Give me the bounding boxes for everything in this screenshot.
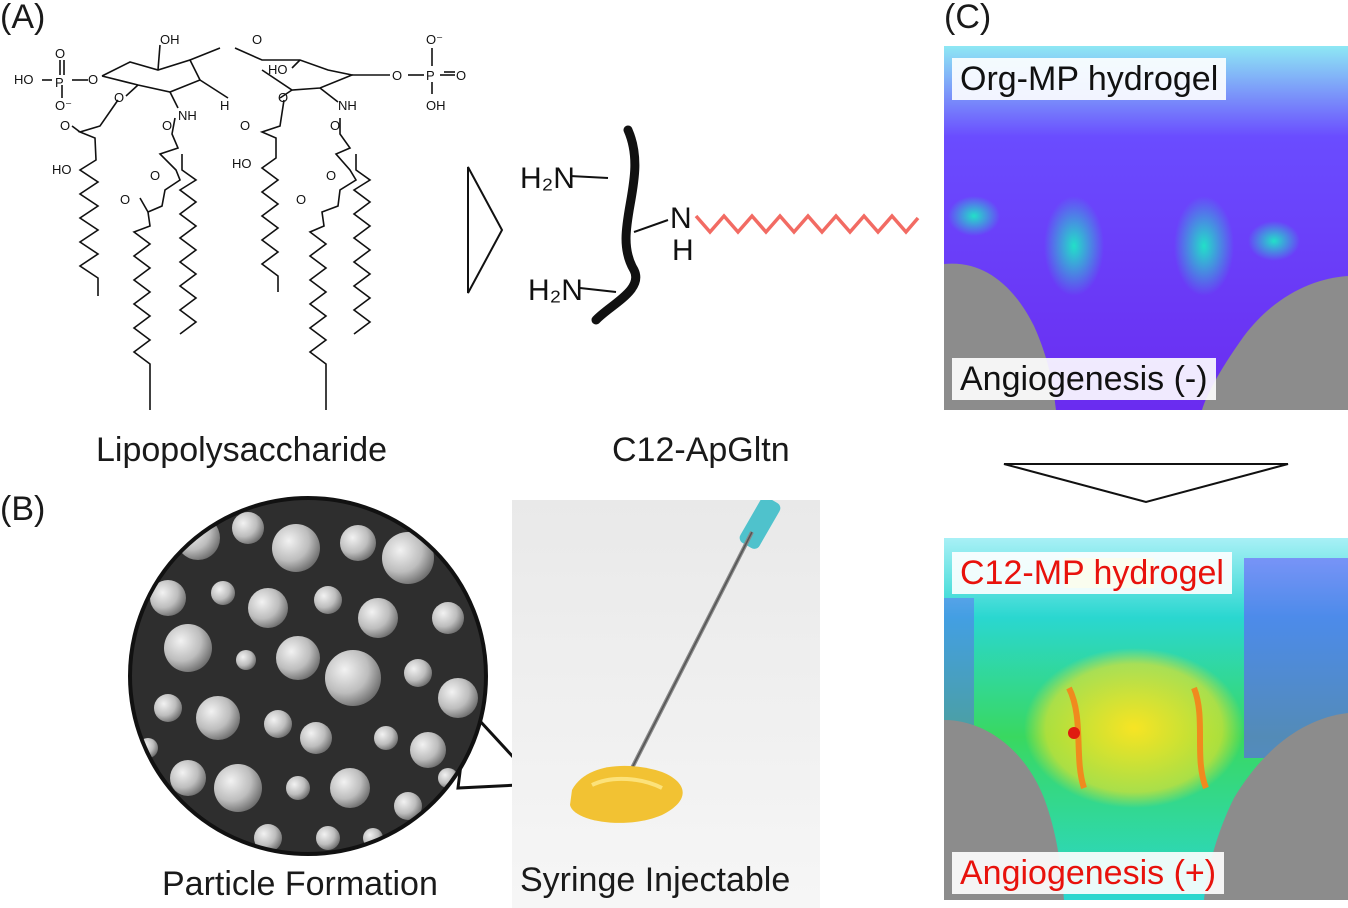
c12-mp-title: C12-MP hydrogel	[952, 552, 1232, 594]
chem-o-right-link: O	[392, 68, 402, 83]
chem-o-minus-left: O⁻	[55, 98, 72, 113]
c12-mp-result: Angiogenesis (+)	[952, 852, 1225, 894]
chem-ho-chain-1: HO	[52, 162, 72, 177]
chem-o-left-ester: O	[114, 90, 124, 105]
c12-chain	[694, 213, 920, 235]
chem-h-amide: H	[672, 234, 694, 267]
org-mp-title: Org-MP hydrogel	[952, 58, 1227, 100]
chem-o-carbonyl-5: O	[330, 118, 340, 133]
lps-caption: Lipopolysaccharide	[96, 431, 388, 469]
panel-a-label: (A)	[0, 0, 46, 36]
org-mp-result: Angiogenesis (-)	[952, 358, 1216, 400]
chem-h2n-bottom: H₂N	[528, 274, 583, 307]
arrow-down-icon	[1003, 463, 1289, 504]
chem-o-left-top: O	[55, 46, 65, 61]
syringe-caption: Syringe Injectable	[520, 861, 791, 899]
chem-oh-top: OH	[160, 32, 180, 47]
chem-o-carbonyl-1: O	[60, 118, 70, 133]
chem-o-bridge: O	[252, 32, 262, 47]
arrow-right-icon	[467, 166, 504, 294]
chem-ho-chain-4: HO	[232, 156, 252, 171]
chem-o-right-double: O	[456, 68, 466, 83]
sem-particle-image	[128, 496, 542, 856]
chem-ho-left: HO	[14, 72, 34, 87]
chem-n: N	[670, 202, 692, 235]
chem-o-carbonyl-3: O	[120, 192, 130, 207]
chem-h2n-top: H₂N	[520, 162, 575, 195]
lipopolysaccharide-structure: HO P O O⁻ O OH NH H O O HO O O O O HO O …	[14, 32, 466, 410]
chem-o-minus-right: O⁻	[426, 32, 443, 47]
chem-ho-right-ring: HO	[268, 62, 288, 77]
heatmap-org-mp: Org-MP hydrogel Angiogenesis (-)	[944, 46, 1348, 410]
chem-o-ester-5: O	[326, 168, 336, 183]
c12-apgltn-structure: H₂N N H H₂N	[520, 125, 920, 325]
chem-o-carbonyl-2: O	[162, 118, 172, 133]
chem-o-carbonyl-6: O	[296, 192, 306, 207]
panel-b-label: (B)	[0, 490, 46, 528]
chem-h-left: H	[220, 98, 229, 113]
panel-c-label: (C)	[944, 0, 992, 36]
syringe-photo: Syringe Injectable	[512, 500, 820, 908]
chem-o-right-ester: O	[278, 90, 288, 105]
chem-p-left: P	[55, 75, 64, 90]
particle-caption: Particle Formation	[162, 865, 438, 903]
chem-o-carbonyl-4: O	[240, 118, 250, 133]
chem-nh-right: NH	[338, 98, 357, 113]
heatmap-c12-mp: C12-MP hydrogel Angiogenesis (+)	[944, 538, 1348, 900]
chem-oh-right: OH	[426, 98, 446, 113]
c12-caption: C12-ApGltn	[612, 431, 790, 469]
chem-o-ester-2: O	[150, 168, 160, 183]
chem-p-right: P	[426, 68, 435, 83]
chem-nh-left: NH	[178, 108, 197, 123]
chem-o-left-link: O	[88, 72, 98, 87]
